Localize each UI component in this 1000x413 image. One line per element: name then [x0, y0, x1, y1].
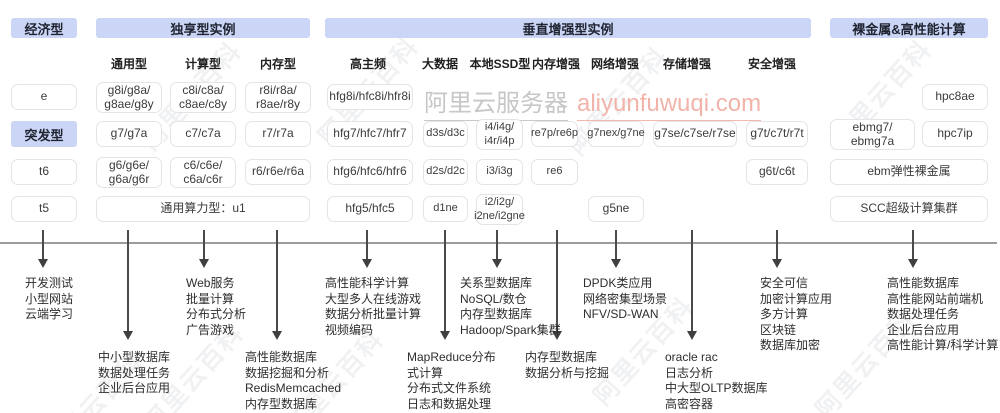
- watermark-center-cn: 阿里云服务器: [424, 83, 568, 121]
- column-header-memory: 内存型: [259, 57, 297, 71]
- usecase-storage-enh: oracle rac 日志分析 中大型OLTP数据库 高密容器: [665, 350, 768, 411]
- connector-arrow-security-enh: [776, 230, 778, 259]
- connector-arrow-compute: [203, 230, 205, 259]
- instance-box-re7: re7p/re6p: [531, 121, 578, 147]
- connector-arrow-bare-metal: [912, 230, 914, 259]
- column-header-network-enh: 网络增强: [590, 57, 640, 71]
- instance-box-ebm: ebm弹性裸金属: [830, 159, 988, 185]
- watermark-center: 阿里云服务器 aliyunfuwuqi.com: [424, 83, 762, 121]
- instance-box-g6: g6/g6e/ g6a/g6r: [96, 157, 162, 188]
- instance-box-d3: d3s/d3c: [423, 121, 468, 147]
- usecase-high-freq: 高性能科学计算 大型多人在线游戏 数据分析批量计算 视频编码: [325, 276, 422, 337]
- connector-arrow-local-ssd: [496, 230, 498, 259]
- column-header-compute: 计算型: [184, 57, 222, 71]
- rail-line: [0, 242, 997, 244]
- column-header-local-ssd: 本地SSD型: [469, 57, 531, 71]
- usecase-network-enh: DPDK类应用 网络密集型场景 NFV/SD-WAN: [583, 276, 668, 321]
- section-header-bare-metal: 裸金属&高性能计算: [830, 18, 988, 38]
- instance-box-hf7: hfg7/hfc7/hfr7: [327, 121, 413, 147]
- section-header-dedicated: 独享型实例: [96, 18, 310, 38]
- instance-box-hpc7ip: hpc7ip: [922, 121, 988, 147]
- connector-arrow-economy: [42, 230, 44, 259]
- instance-box-g7se: g7se/c7se/r7se: [653, 121, 737, 147]
- instance-box-c8: c8i/c8a/ c8ae/c8y: [170, 82, 236, 113]
- instance-box-g7ne: g7nex/g7ne: [587, 121, 645, 147]
- instance-box-ebmg7: ebmg7/ ebmg7a: [830, 119, 915, 150]
- instance-box-c7: c7/c7a: [170, 121, 236, 147]
- usecase-economy: 开发测试 小型网站 云端学习: [25, 276, 74, 321]
- instance-box-r6: r6/r6e/r6a: [245, 159, 311, 185]
- instance-box-u1: 通用算力型：u1: [96, 196, 310, 222]
- usecase-memory: 高性能数据库 数据挖掘和分析 RedisMemcached 内存型数据库: [245, 350, 342, 411]
- usecase-security-enh: 安全可信 加密计算应用 多方计算 区块链 数据库加密: [760, 276, 833, 352]
- column-header-big-data: 大数据: [421, 57, 459, 71]
- connector-arrow-general: [127, 230, 129, 331]
- instance-box-hpc8ae: hpc8ae: [922, 84, 988, 110]
- section-header-economy: 经济型: [11, 18, 77, 38]
- usecase-local-ssd: 关系型数据库 NoSQL/数仓 内存型数据库 Hadoop/Spark集群: [460, 276, 561, 337]
- connector-arrow-big-data: [444, 230, 446, 331]
- connector-arrow-network-enh: [615, 230, 617, 259]
- instance-box-d2: d2s/d2c: [423, 159, 468, 185]
- instance-box-g5ne: g5ne: [588, 196, 644, 222]
- instance-box-g7: g7/g7a: [96, 121, 162, 147]
- instance-box-t5: t5: [11, 196, 77, 222]
- instance-box-g8: g8i/g8a/ g8ae/g8y: [96, 82, 162, 113]
- usecase-memory-enh: 内存型数据库 数据分析与挖掘: [525, 350, 610, 380]
- instance-box-scc: SCC超级计算集群: [830, 196, 988, 222]
- usecase-general: 中小型数据库 数据处理任务 企业后台应用: [98, 350, 171, 395]
- instance-box-i4: i4/i4g/ i4r/i4p: [476, 119, 523, 150]
- connector-arrow-high-freq: [366, 230, 368, 259]
- instance-box-t6: t6: [11, 159, 77, 185]
- usecase-big-data: MapReduce分布 式计算 分布式文件系统 日志和数据处理: [407, 350, 496, 411]
- column-header-general: 通用型: [110, 57, 148, 71]
- instance-box-g6t: g6t/c6t: [746, 159, 808, 185]
- watermark-center-en: aliyunfuwuqi.com: [577, 90, 762, 121]
- instance-box-re6: re6: [531, 159, 578, 185]
- instance-box-hf5: hfg5/hfc5: [327, 196, 413, 222]
- instance-box-r7: r7/r7a: [245, 121, 311, 147]
- instance-box-i3: i3/i3g: [476, 159, 523, 185]
- column-header-high-freq: 高主频: [349, 57, 387, 71]
- column-header-storage-enh: 存储增强: [662, 57, 712, 71]
- instance-box-hf6: hfg6/hfc6/hfr6: [327, 159, 413, 185]
- instance-box-g7t: g7t/c7t/r7t: [746, 121, 808, 147]
- section-header-vertical: 垂直增强型实例: [325, 18, 811, 38]
- column-header-security-enh: 安全增强: [747, 57, 797, 71]
- connector-arrow-memory: [276, 230, 278, 331]
- instance-box-r8: r8i/r8a/ r8ae/r8y: [245, 82, 311, 113]
- usecase-bare-metal: 高性能数据库 高性能网站前端机 数据处理任务 企业后台应用 高性能计算/科学计算: [887, 276, 999, 352]
- usecase-compute: Web服务 批量计算 分布式分析 广告游戏: [186, 276, 247, 337]
- instance-box-hf8: hfg8i/hfc8i/hfr8i: [327, 84, 413, 110]
- instance-box-i2: i2/i2g/ i2ne/i2gne: [474, 194, 525, 225]
- instance-box-e: e: [11, 84, 77, 110]
- connector-arrow-storage-enh: [691, 230, 693, 331]
- instance-box-c6: c6/c6e/ c6a/c6r: [170, 157, 236, 188]
- instance-box-d1: d1ne: [423, 196, 468, 222]
- connector-arrow-memory-enh: [556, 230, 558, 331]
- column-header-memory-enh: 内存增强: [531, 57, 581, 71]
- section-header-burst: 突发型: [11, 121, 77, 147]
